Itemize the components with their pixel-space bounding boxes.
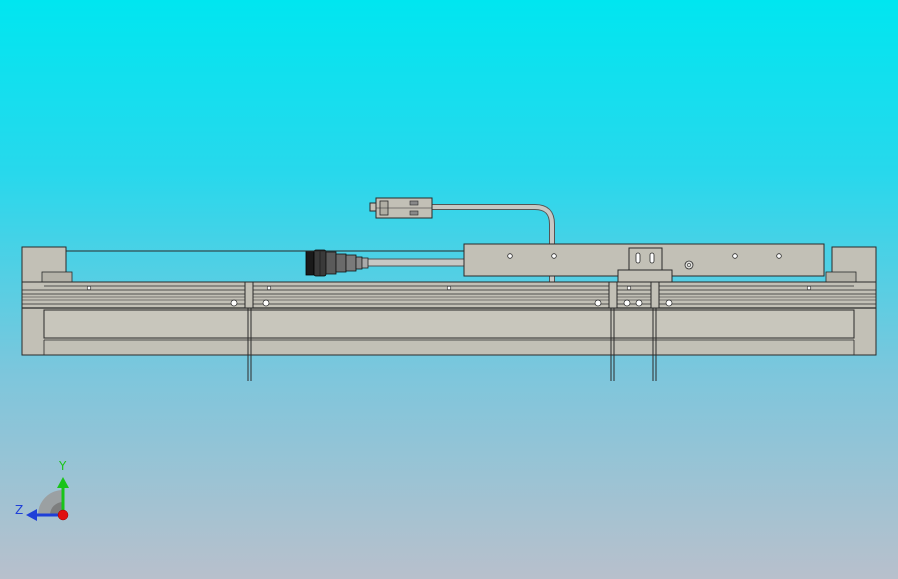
y-axis-label: Y [59,459,67,473]
sensor-right[interactable] [650,281,660,381]
encoder-connector[interactable] [369,197,433,219]
z-axis-label: Z [15,503,24,517]
encoder-cable [432,204,555,282]
sensor-left[interactable] [244,281,254,381]
motor-connector[interactable] [305,249,369,277]
motor-cable [365,258,467,267]
orientation-triad[interactable] [26,477,69,521]
actuator-body[interactable] [21,246,877,356]
slider-carriage[interactable] [463,243,825,283]
x-axis-dot [57,509,69,521]
rail-bolts [86,285,812,307]
sensor-middle[interactable] [608,281,618,381]
